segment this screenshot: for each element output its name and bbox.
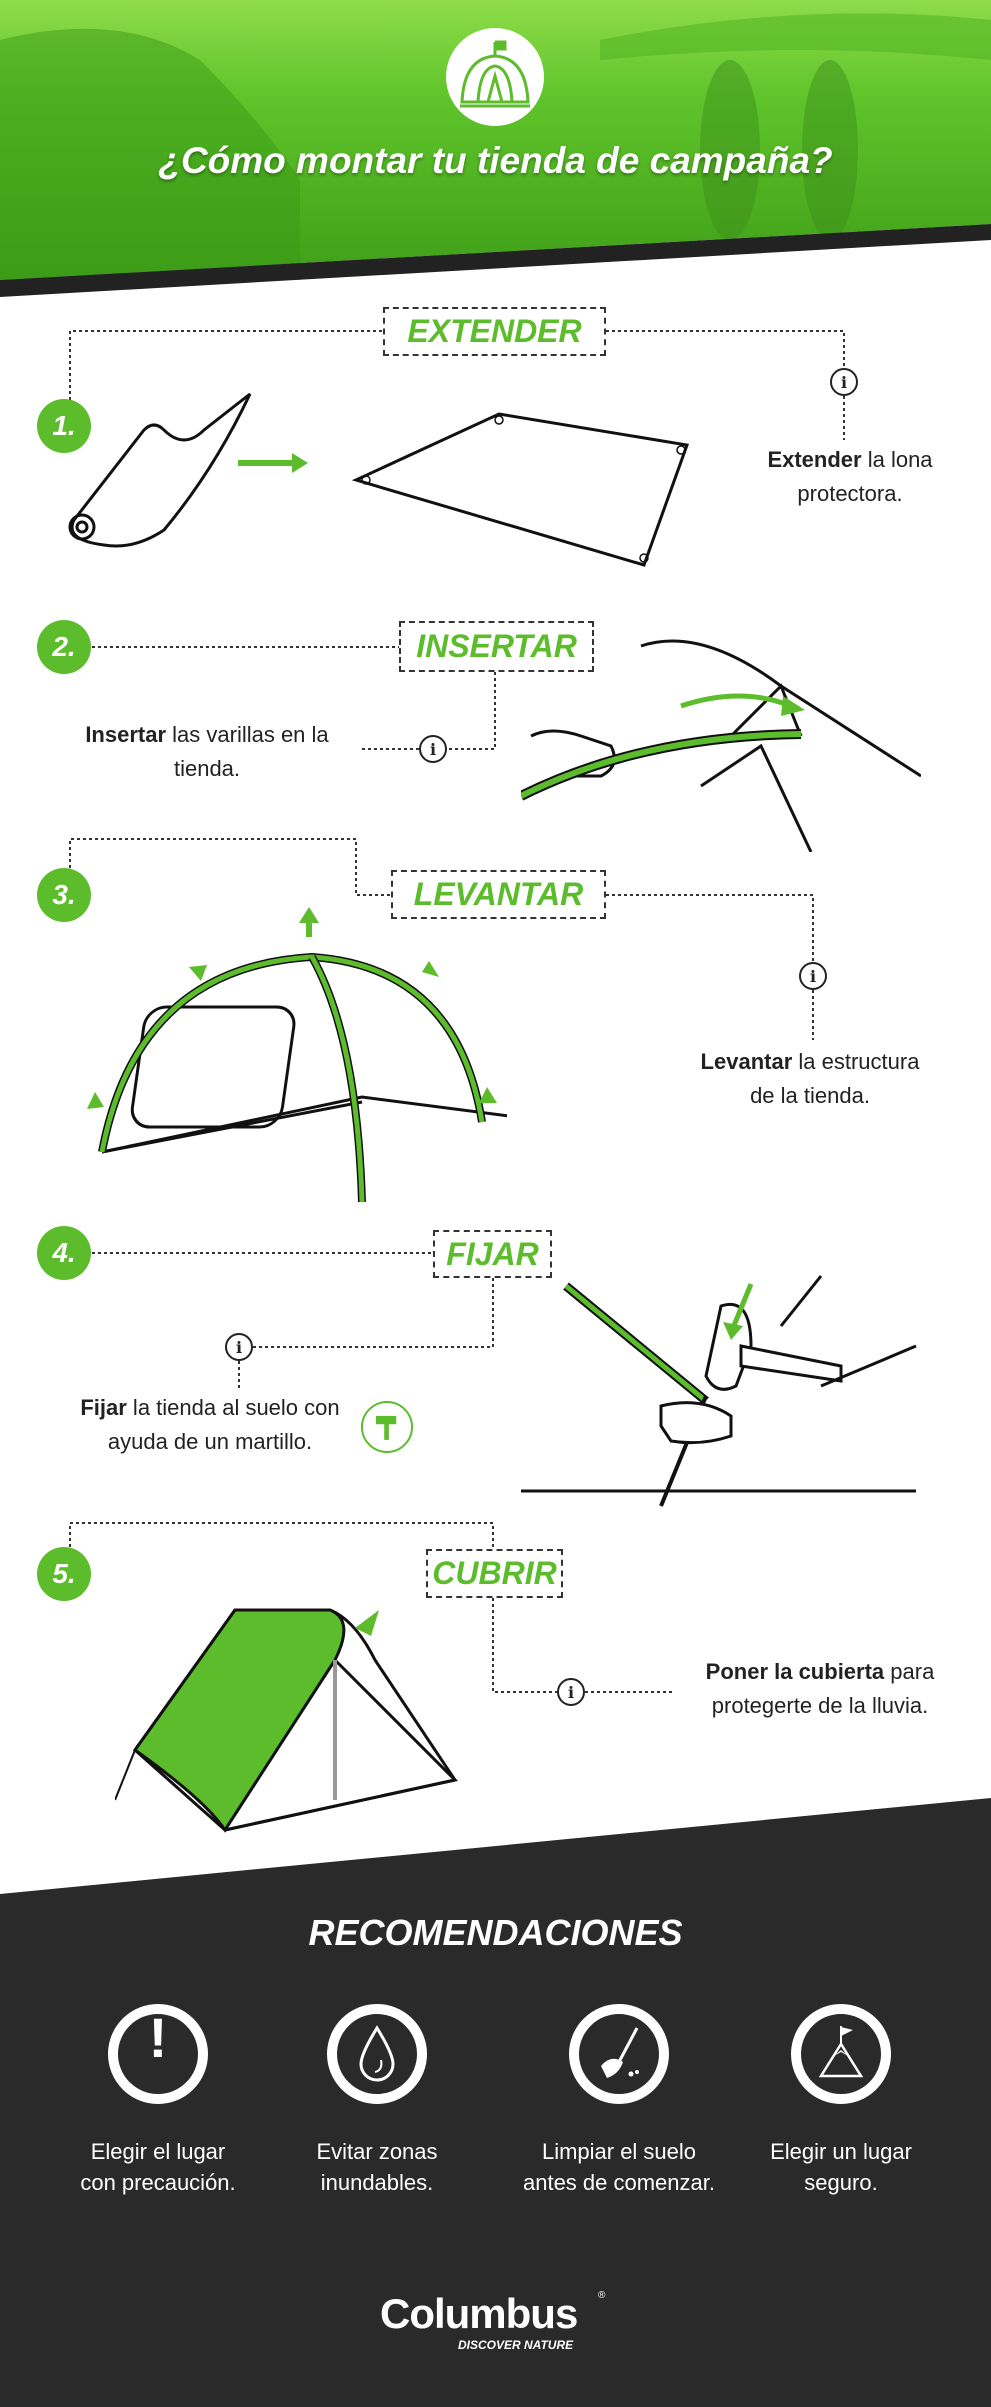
hammer-icon — [361, 1401, 413, 1453]
rolled-tarp-illustration — [68, 392, 690, 567]
recommendation-item: Evitar zonas inundables. — [262, 2004, 492, 2198]
dotted-connectors — [69, 330, 845, 1693]
recommendation-line2: antes de comenzar. — [522, 2170, 715, 2195]
brand-tagline: DISCOVER NATURE — [458, 2338, 574, 2352]
mountain-flag-icon — [791, 2004, 891, 2104]
step-4-number: 4. — [37, 1226, 91, 1280]
tent-logo-circle — [446, 28, 544, 126]
recommendation-line1: Limpiar el suelo — [541, 2139, 697, 2164]
info-icon: i — [799, 962, 827, 990]
registered-mark: ® — [598, 2290, 606, 2301]
tent-cover-illustration — [115, 1608, 459, 1833]
columbus-logo[interactable]: Columbus ® DISCOVER NATURE — [380, 2290, 610, 2360]
recommendation-item: Elegir un lugar seguro. — [726, 2004, 956, 2198]
step-4-title: FIJAR — [433, 1230, 552, 1278]
step-2-title: INSERTAR — [399, 621, 594, 672]
page-title: ¿Cómo montar tu tienda de campaña? — [158, 140, 833, 181]
step-3-title: LEVANTAR — [391, 870, 606, 919]
recommendation-line1: Elegir un lugar — [770, 2139, 912, 2164]
recommendation-line1: Evitar zonas — [316, 2139, 438, 2164]
inserting-poles-illustration — [521, 639, 921, 852]
recommendation-line2: con precaución. — [80, 2170, 236, 2195]
recommendation-line1: Elegir el lugar — [90, 2139, 226, 2164]
dark-footer-background — [0, 1798, 991, 2407]
exclamation-icon: ! — [108, 2004, 208, 2104]
step-5-title: CUBRIR — [426, 1549, 563, 1598]
water-drop-icon — [327, 2004, 427, 2104]
info-icon: i — [830, 368, 858, 396]
brand-name: Columbus — [380, 2290, 578, 2337]
step-5-number: 5. — [37, 1547, 91, 1601]
recommendation-item: Limpiar el suelo antes de comenzar. — [504, 2004, 734, 2198]
step-1-number: 1. — [37, 399, 91, 453]
tent-frame-illustration — [87, 907, 507, 1203]
tent-icon — [460, 40, 530, 108]
recommendation-line2: seguro. — [804, 2170, 878, 2195]
step-2-number: 2. — [37, 620, 91, 674]
recommendation-line2: inundables. — [320, 2170, 434, 2195]
info-icon: i — [557, 1678, 585, 1706]
step-1-title: EXTENDER — [383, 307, 606, 356]
header-banner — [0, 0, 991, 297]
broom-icon — [569, 2004, 669, 2104]
info-icon: i — [419, 735, 447, 763]
info-icon: i — [225, 1333, 253, 1361]
step-3-number: 3. — [37, 868, 91, 922]
recommendation-item: ! Elegir el lugar con precaución. — [43, 2004, 273, 2198]
recommendations-title: RECOMENDACIONES — [308, 1912, 683, 1953]
staking-illustration — [521, 1275, 917, 1507]
